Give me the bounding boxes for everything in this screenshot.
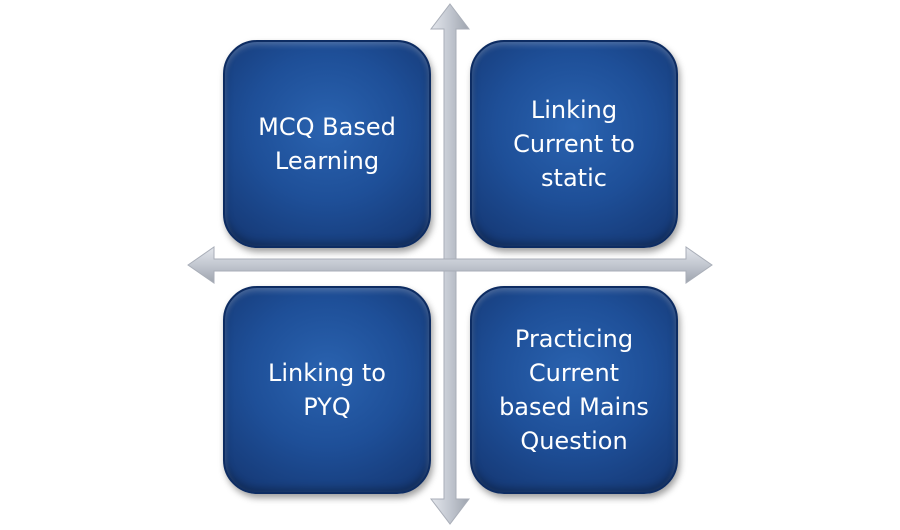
- quadrant-top-right-label: Linking Current to static: [513, 96, 635, 192]
- quadrant-bottom-left: Linking to PYQ: [223, 286, 431, 494]
- horizontal-axis-arrow: [187, 246, 713, 284]
- quadrant-bottom-right-label: Practicing Current based Mains Question: [499, 325, 649, 455]
- quadrant-top-left-label: MCQ Based Learning: [258, 113, 396, 175]
- quadrant-top-right: Linking Current to static: [470, 40, 678, 248]
- quadrant-bottom-left-label: Linking to PYQ: [268, 359, 386, 421]
- quadrant-bottom-right: Practicing Current based Mains Question: [470, 286, 678, 494]
- quadrant-top-left: MCQ Based Learning: [223, 40, 431, 248]
